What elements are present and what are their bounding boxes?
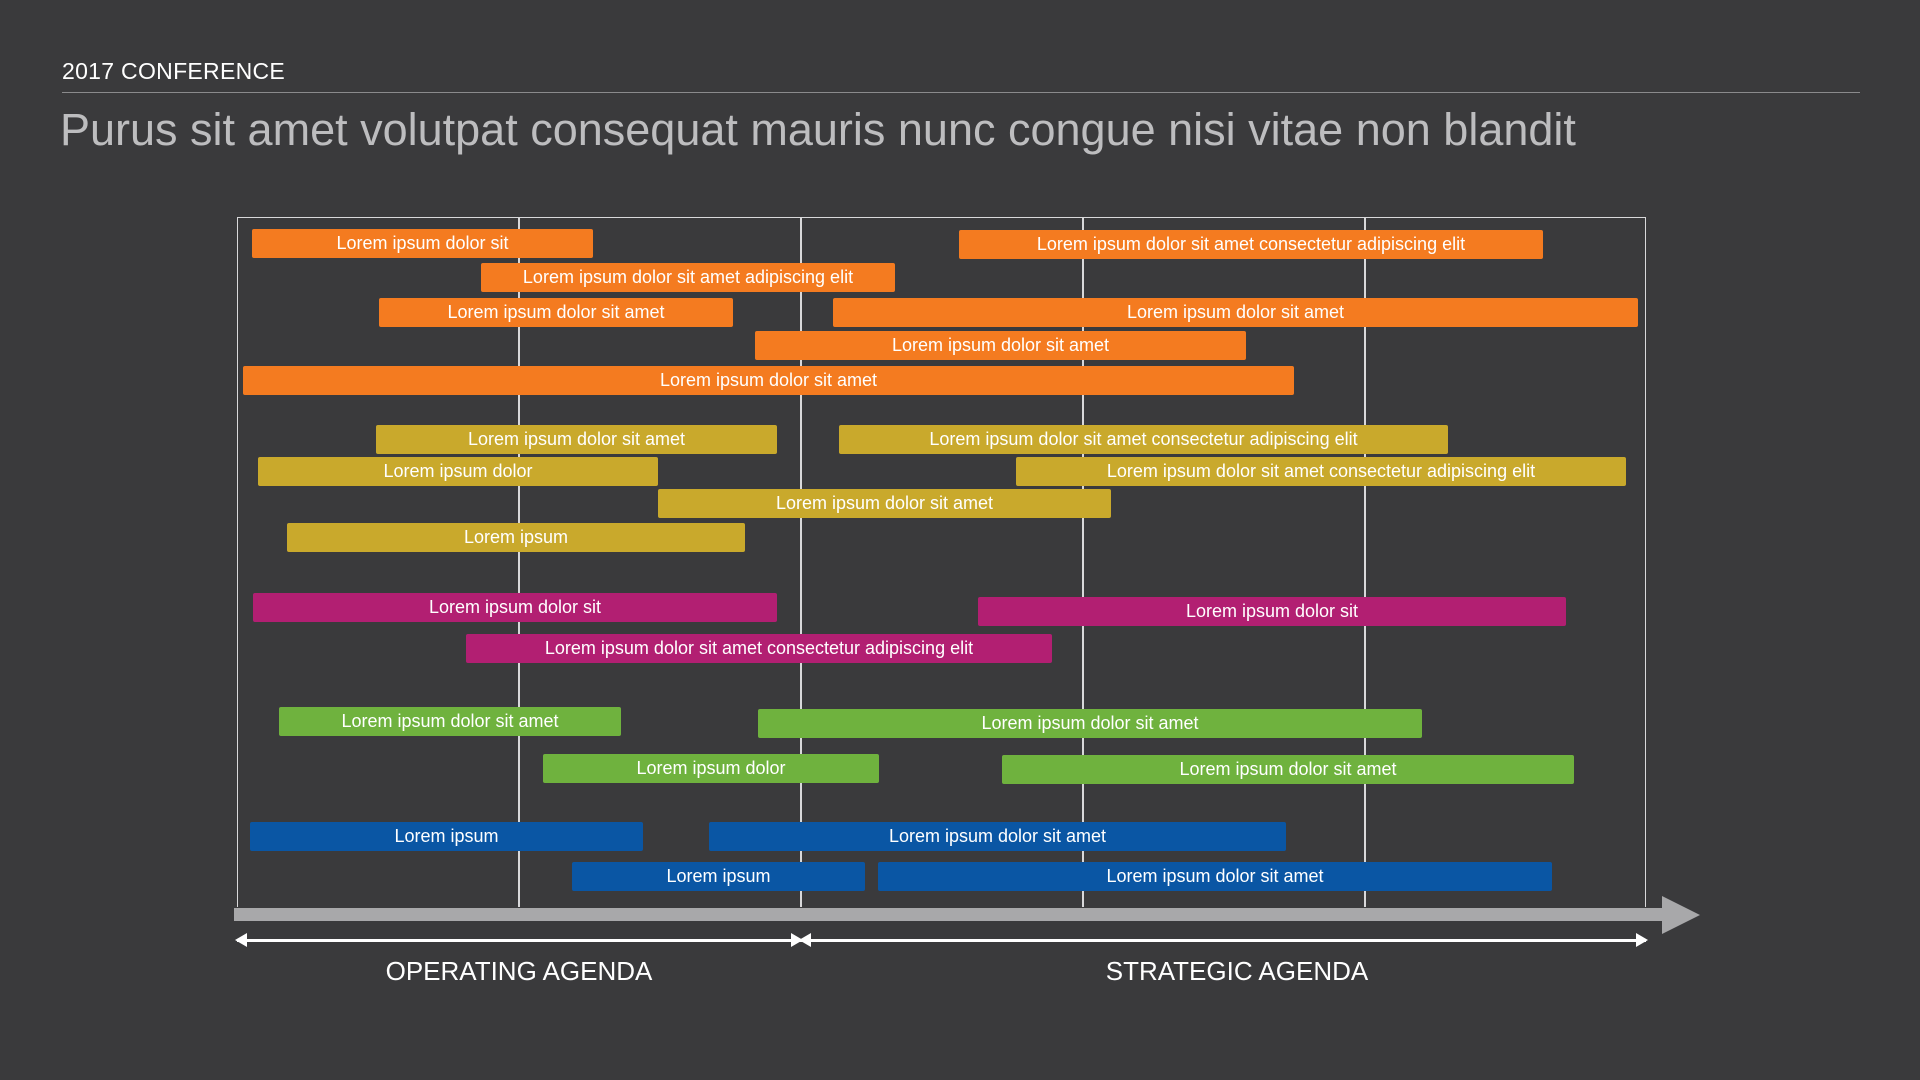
conference-label: 2017 CONFERENCE [62, 58, 286, 84]
header-divider [62, 92, 1860, 93]
timeline-arrow-icon [1662, 896, 1700, 934]
gridline-1 [518, 217, 520, 907]
bar-magenta-3: Lorem ipsum dolor sit amet consectetur a… [466, 634, 1052, 663]
bar-yellow-4: Lorem ipsum dolor sit amet consectetur a… [1016, 457, 1626, 486]
bar-orange-6: Lorem ipsum dolor sit amet [755, 331, 1246, 360]
bar-green-2: Lorem ipsum dolor sit amet [758, 709, 1422, 738]
arrow-right-icon [1636, 933, 1648, 947]
bar-yellow-2: Lorem ipsum dolor sit amet consectetur a… [839, 425, 1448, 454]
bar-blue-2: Lorem ipsum dolor sit amet [709, 822, 1286, 851]
page-title: Purus sit amet volutpat consequat mauris… [60, 104, 1576, 155]
bar-magenta-1: Lorem ipsum dolor sit [253, 593, 777, 622]
timeline-axis [234, 908, 1664, 921]
strategic-span-arrow [799, 933, 1648, 947]
bar-yellow-1: Lorem ipsum dolor sit amet [376, 425, 777, 454]
arrow-left-icon [235, 933, 247, 947]
gridline-4 [1364, 217, 1366, 907]
strategic-agenda-label: STRATEGIC AGENDA [1105, 956, 1369, 986]
operating-agenda-label: OPERATING AGENDA [385, 956, 653, 986]
bar-yellow-3: Lorem ipsum dolor [258, 457, 658, 486]
arrow-left-icon [799, 933, 811, 947]
gridline-3 [1082, 217, 1084, 907]
bar-green-4: Lorem ipsum dolor sit amet [1002, 755, 1574, 784]
bar-orange-1: Lorem ipsum dolor sit [252, 229, 593, 258]
bar-blue-1: Lorem ipsum [250, 822, 643, 851]
bar-yellow-5: Lorem ipsum dolor sit amet [658, 489, 1111, 518]
bar-orange-5: Lorem ipsum dolor sit amet [833, 298, 1638, 327]
bar-magenta-2: Lorem ipsum dolor sit [978, 597, 1566, 626]
gridline-2 [800, 217, 802, 907]
bar-orange-3: Lorem ipsum dolor sit amet adipiscing el… [481, 263, 895, 292]
bar-yellow-6: Lorem ipsum [287, 523, 745, 552]
bar-green-3: Lorem ipsum dolor [543, 754, 879, 783]
bar-orange-2: Lorem ipsum dolor sit amet consectetur a… [959, 230, 1543, 259]
bar-blue-3: Lorem ipsum [572, 862, 865, 891]
bar-green-1: Lorem ipsum dolor sit amet [279, 707, 621, 736]
operating-span-arrow [235, 933, 803, 947]
bar-blue-4: Lorem ipsum dolor sit amet [878, 862, 1552, 891]
bar-orange-7: Lorem ipsum dolor sit amet [243, 366, 1294, 395]
bar-orange-4: Lorem ipsum dolor sit amet [379, 298, 733, 327]
timeline-frame [237, 217, 1646, 907]
